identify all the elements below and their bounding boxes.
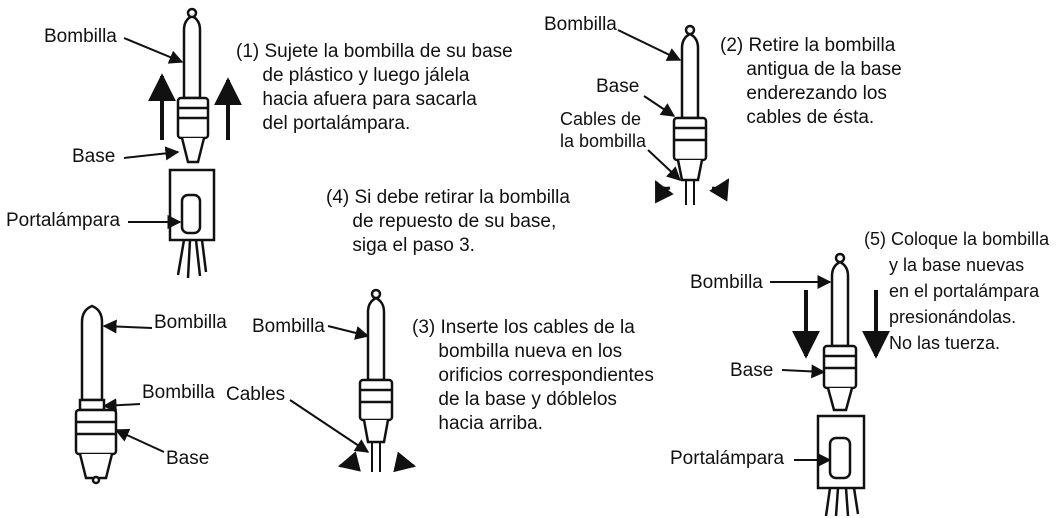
panel1-base-label: Base bbox=[72, 146, 116, 167]
panel3-bulb-label-c: Bombilla bbox=[252, 316, 325, 337]
panel2-illustration bbox=[654, 24, 730, 205]
panel5-base-label: Base bbox=[730, 360, 774, 381]
panel1-step-text: (1) Sujete la bombilla de su base de plá… bbox=[236, 41, 513, 134]
panel5-base-pointer bbox=[781, 364, 826, 379]
panel2-bulb bbox=[680, 32, 700, 120]
panel3-cables-label: Cables bbox=[226, 384, 286, 405]
panel1-illustration bbox=[148, 7, 242, 279]
panel3-fold-left bbox=[337, 451, 361, 472]
panel2-wires-label: Cables de la bombilla bbox=[560, 109, 647, 151]
panel1-bulb bbox=[182, 14, 202, 100]
panel3-fold-right bbox=[393, 451, 417, 473]
panel1-bulb-pointer bbox=[123, 37, 184, 64]
panel3-cables-pointer bbox=[289, 399, 370, 453]
panel1-socket-label: Portalámpara bbox=[6, 210, 121, 231]
panel5-bulb-label: Bombilla bbox=[690, 272, 763, 293]
panel2-wires-pointer bbox=[647, 149, 682, 181]
panel4-step-text: (4) Si debe retirar la bombilla de repue… bbox=[326, 187, 570, 256]
panel2-bulb-label: Bombilla bbox=[544, 14, 617, 35]
panel2-base-pointer bbox=[643, 95, 676, 117]
panel3-bulb-pointer-c bbox=[327, 325, 370, 340]
panel3-bulb-pointer-b bbox=[102, 398, 141, 413]
panel1-bulb-label: Bombilla bbox=[44, 26, 117, 47]
panel2-curl-left bbox=[654, 180, 674, 204]
panel3-bulb-label-b: Bombilla bbox=[142, 382, 215, 403]
panel3-bulb-label-a: Bombilla bbox=[154, 312, 227, 333]
panel5-bulb bbox=[830, 260, 850, 348]
panel5-illustration bbox=[792, 252, 890, 517]
panel3-base-pointer bbox=[114, 428, 165, 453]
panel2-curl-right bbox=[709, 178, 730, 202]
panel2-base-label: Base bbox=[596, 76, 640, 97]
panel3-base-label: Base bbox=[166, 448, 210, 469]
panel1-base-pointer bbox=[123, 146, 180, 161]
panel3-bulb-insert bbox=[337, 288, 417, 473]
panel3-bulb-with-base bbox=[74, 304, 118, 485]
panel5-socket-label: Portalámpara bbox=[670, 448, 785, 469]
panel2-bulb-pointer bbox=[617, 29, 682, 61]
panel2-step-text: (2) Retire la bombilla antigua de la bas… bbox=[720, 35, 902, 128]
panel3-step-text: (3) Inserte los cables de la bombilla nu… bbox=[412, 317, 654, 434]
panel3-bulb-pointer-a bbox=[102, 319, 153, 334]
panel5-step-text: (5) Coloque la bombilla y la base nuevas… bbox=[864, 229, 1050, 353]
